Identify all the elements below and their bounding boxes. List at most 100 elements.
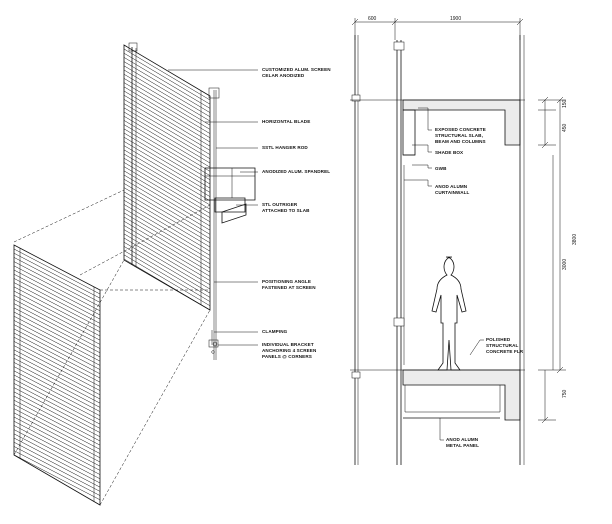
- wall-section-view: [350, 18, 566, 465]
- dim-floor-to-floor: 3800: [572, 234, 578, 245]
- louver-blade: [123, 183, 211, 235]
- louver-blade: [13, 320, 101, 366]
- dim-top-left: 600: [368, 16, 377, 22]
- louver-blade: [123, 141, 211, 193]
- louver-blade: [13, 265, 101, 312]
- louver-blade: [13, 362, 101, 408]
- louver-blade: [13, 437, 101, 484]
- dim-clear: 3000: [562, 259, 568, 270]
- louver-blade: [13, 328, 101, 375]
- louver-blade: [123, 65, 211, 118]
- louver-blade: [123, 153, 211, 206]
- louver-blade: [123, 174, 211, 227]
- louver-blade: [123, 86, 211, 139]
- louver-blade: [123, 107, 211, 160]
- louver-blade: [13, 446, 101, 492]
- louver-blade: [13, 299, 101, 345]
- louver-blade: [13, 404, 101, 450]
- louver-blade: [13, 353, 101, 400]
- louver-blade: [123, 136, 211, 189]
- shade-box: [402, 109, 416, 156]
- louver-blade: [13, 399, 101, 446]
- louver-blade: [123, 225, 211, 277]
- louver-blade: [123, 149, 211, 202]
- louver-blade: [13, 303, 101, 349]
- louver-blade: [13, 341, 101, 387]
- lower-slab: [402, 369, 521, 421]
- louver-blade: [13, 248, 101, 295]
- label-shade-box: SHADE BOX: [435, 150, 464, 155]
- label-clamping: CLAMPING: [262, 329, 288, 334]
- louver-blade: [123, 145, 211, 197]
- louver-blade: [123, 111, 211, 164]
- louver-blade: [13, 429, 101, 475]
- human-scale-figure: [431, 256, 467, 371]
- label-curtainwall: ANOD ALUMN CURTAINWALL: [435, 184, 470, 195]
- louver-blade: [123, 124, 211, 176]
- louver-blade: [123, 78, 211, 130]
- louver-blade: [13, 269, 101, 316]
- louver-blade: [13, 252, 101, 299]
- louver-blade: [13, 307, 101, 354]
- louver-blade: [123, 157, 211, 210]
- louver-blade: [123, 48, 211, 101]
- louver-blade: [13, 391, 101, 438]
- dim-slab: 150: [562, 99, 568, 108]
- louver-blade: [13, 441, 101, 488]
- louver-blade: [13, 311, 101, 358]
- louver-blade: [123, 212, 211, 265]
- dim-lower: 750: [562, 389, 568, 398]
- corner-bracket: [208, 330, 219, 354]
- louver-blade: [13, 408, 101, 454]
- louver-blade: [13, 454, 101, 501]
- label-concrete: EXPOSED CONCRETE STRUCTURAL SLAB, BEAM A…: [435, 127, 487, 144]
- louver-blade: [13, 425, 101, 471]
- louver-blade: [13, 282, 101, 328]
- louver-blade: [123, 250, 211, 302]
- louver-blade: [13, 261, 101, 307]
- label-floor: POLISHED STRUCTURAL CONCRETE FLR: [486, 337, 524, 354]
- louver-blade: [13, 450, 101, 496]
- louver-blade: [13, 387, 101, 433]
- louver-blade: [123, 187, 211, 239]
- louver-blade: [123, 233, 211, 286]
- axonometric-view: [13, 42, 258, 506]
- louver-blade: [13, 374, 101, 421]
- lower-screen-panel: [13, 244, 101, 506]
- louver-blade: [13, 332, 101, 379]
- label-positioning-angle: POSITIONING ANGLE FASTENED AT SCREEN: [262, 279, 316, 290]
- louver-blade: [123, 57, 211, 109]
- louver-blade: [13, 378, 101, 425]
- louver-blade: [123, 73, 211, 126]
- louver-blade: [123, 220, 211, 273]
- louver-blade: [13, 257, 101, 303]
- louver-blade: [13, 433, 101, 480]
- label-horizontal-blade: HORIZONTAL BLADE: [262, 119, 310, 124]
- louver-blade: [13, 357, 101, 404]
- louver-blade: [123, 258, 211, 311]
- louver-blade: [13, 416, 101, 463]
- louver-blade: [123, 254, 211, 307]
- louver-blade: [123, 115, 211, 168]
- louver-blade: [123, 216, 211, 269]
- louver-blade: [13, 315, 101, 362]
- louver-blade: [123, 199, 211, 252]
- louver-blade: [13, 278, 101, 324]
- louver-blade: [123, 246, 211, 298]
- louver-blade: [123, 166, 211, 218]
- horizontal-blades-lower: [13, 248, 101, 501]
- label-spandrel: ANODIZED ALUM. SPANDREL: [262, 169, 330, 174]
- label-metal-panel: ANOD ALUMN METAL PANEL: [446, 437, 480, 448]
- louver-blade: [123, 237, 211, 290]
- louver-blade: [13, 366, 101, 412]
- louver-blade: [123, 170, 211, 223]
- louver-blade: [123, 82, 211, 134]
- spandrel-outrigger: [204, 167, 256, 224]
- section-labels: EXPOSED CONCRETE STRUCTURAL SLAB, BEAM A…: [435, 127, 524, 448]
- screen-line: [351, 35, 361, 465]
- louver-blade: [13, 383, 101, 429]
- louver-blade: [123, 195, 211, 248]
- label-gwb: GWB: [435, 166, 447, 171]
